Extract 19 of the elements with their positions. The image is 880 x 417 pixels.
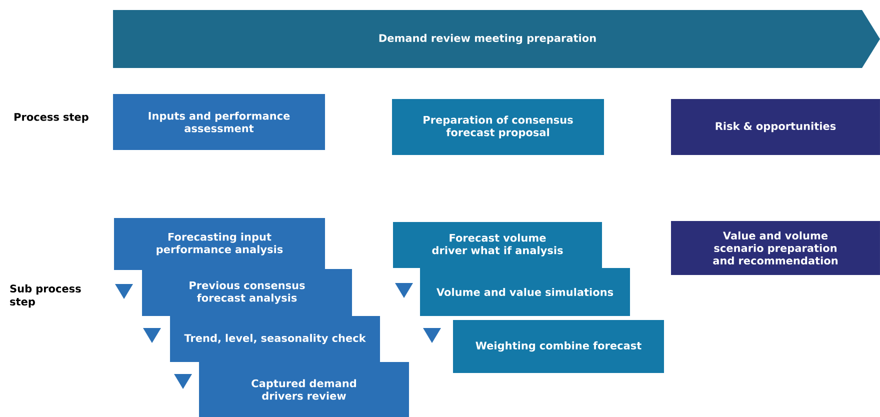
process-box: Value and volume scenario preparation and recommendation	[671, 221, 880, 275]
process-box: Captured demand drivers review	[199, 362, 409, 417]
node-label: Previous consensus forecast analysis	[190, 281, 305, 304]
node-label: Trend, level, seasonality check	[184, 334, 366, 344]
process-box: Weighting combine forecast	[453, 320, 664, 373]
process-box: Previous consensus forecast analysis	[142, 269, 352, 316]
row-label: Sub process step	[10, 284, 81, 308]
process-box: Inputs and performance assessment	[113, 94, 325, 150]
node-label: Forecasting input performance analysis	[156, 232, 283, 256]
node-label: Volume and value simulations	[436, 288, 614, 296]
process-box: Trend, level, seasonality check	[170, 316, 380, 362]
node-label: Forecast volume driver what if analysis	[432, 234, 563, 256]
process-box: Risk & opportunities	[671, 99, 880, 155]
node-label: Captured demand drivers review	[252, 379, 356, 400]
process-box: Forecast volume driver what if analysis	[393, 222, 602, 268]
process-box: Forecasting input performance analysis	[114, 218, 325, 270]
process-box: Preparation of consensus forecast proposal	[392, 99, 604, 155]
row-label: Process step	[14, 113, 88, 123]
process-box: Volume and value simulations	[420, 268, 630, 316]
